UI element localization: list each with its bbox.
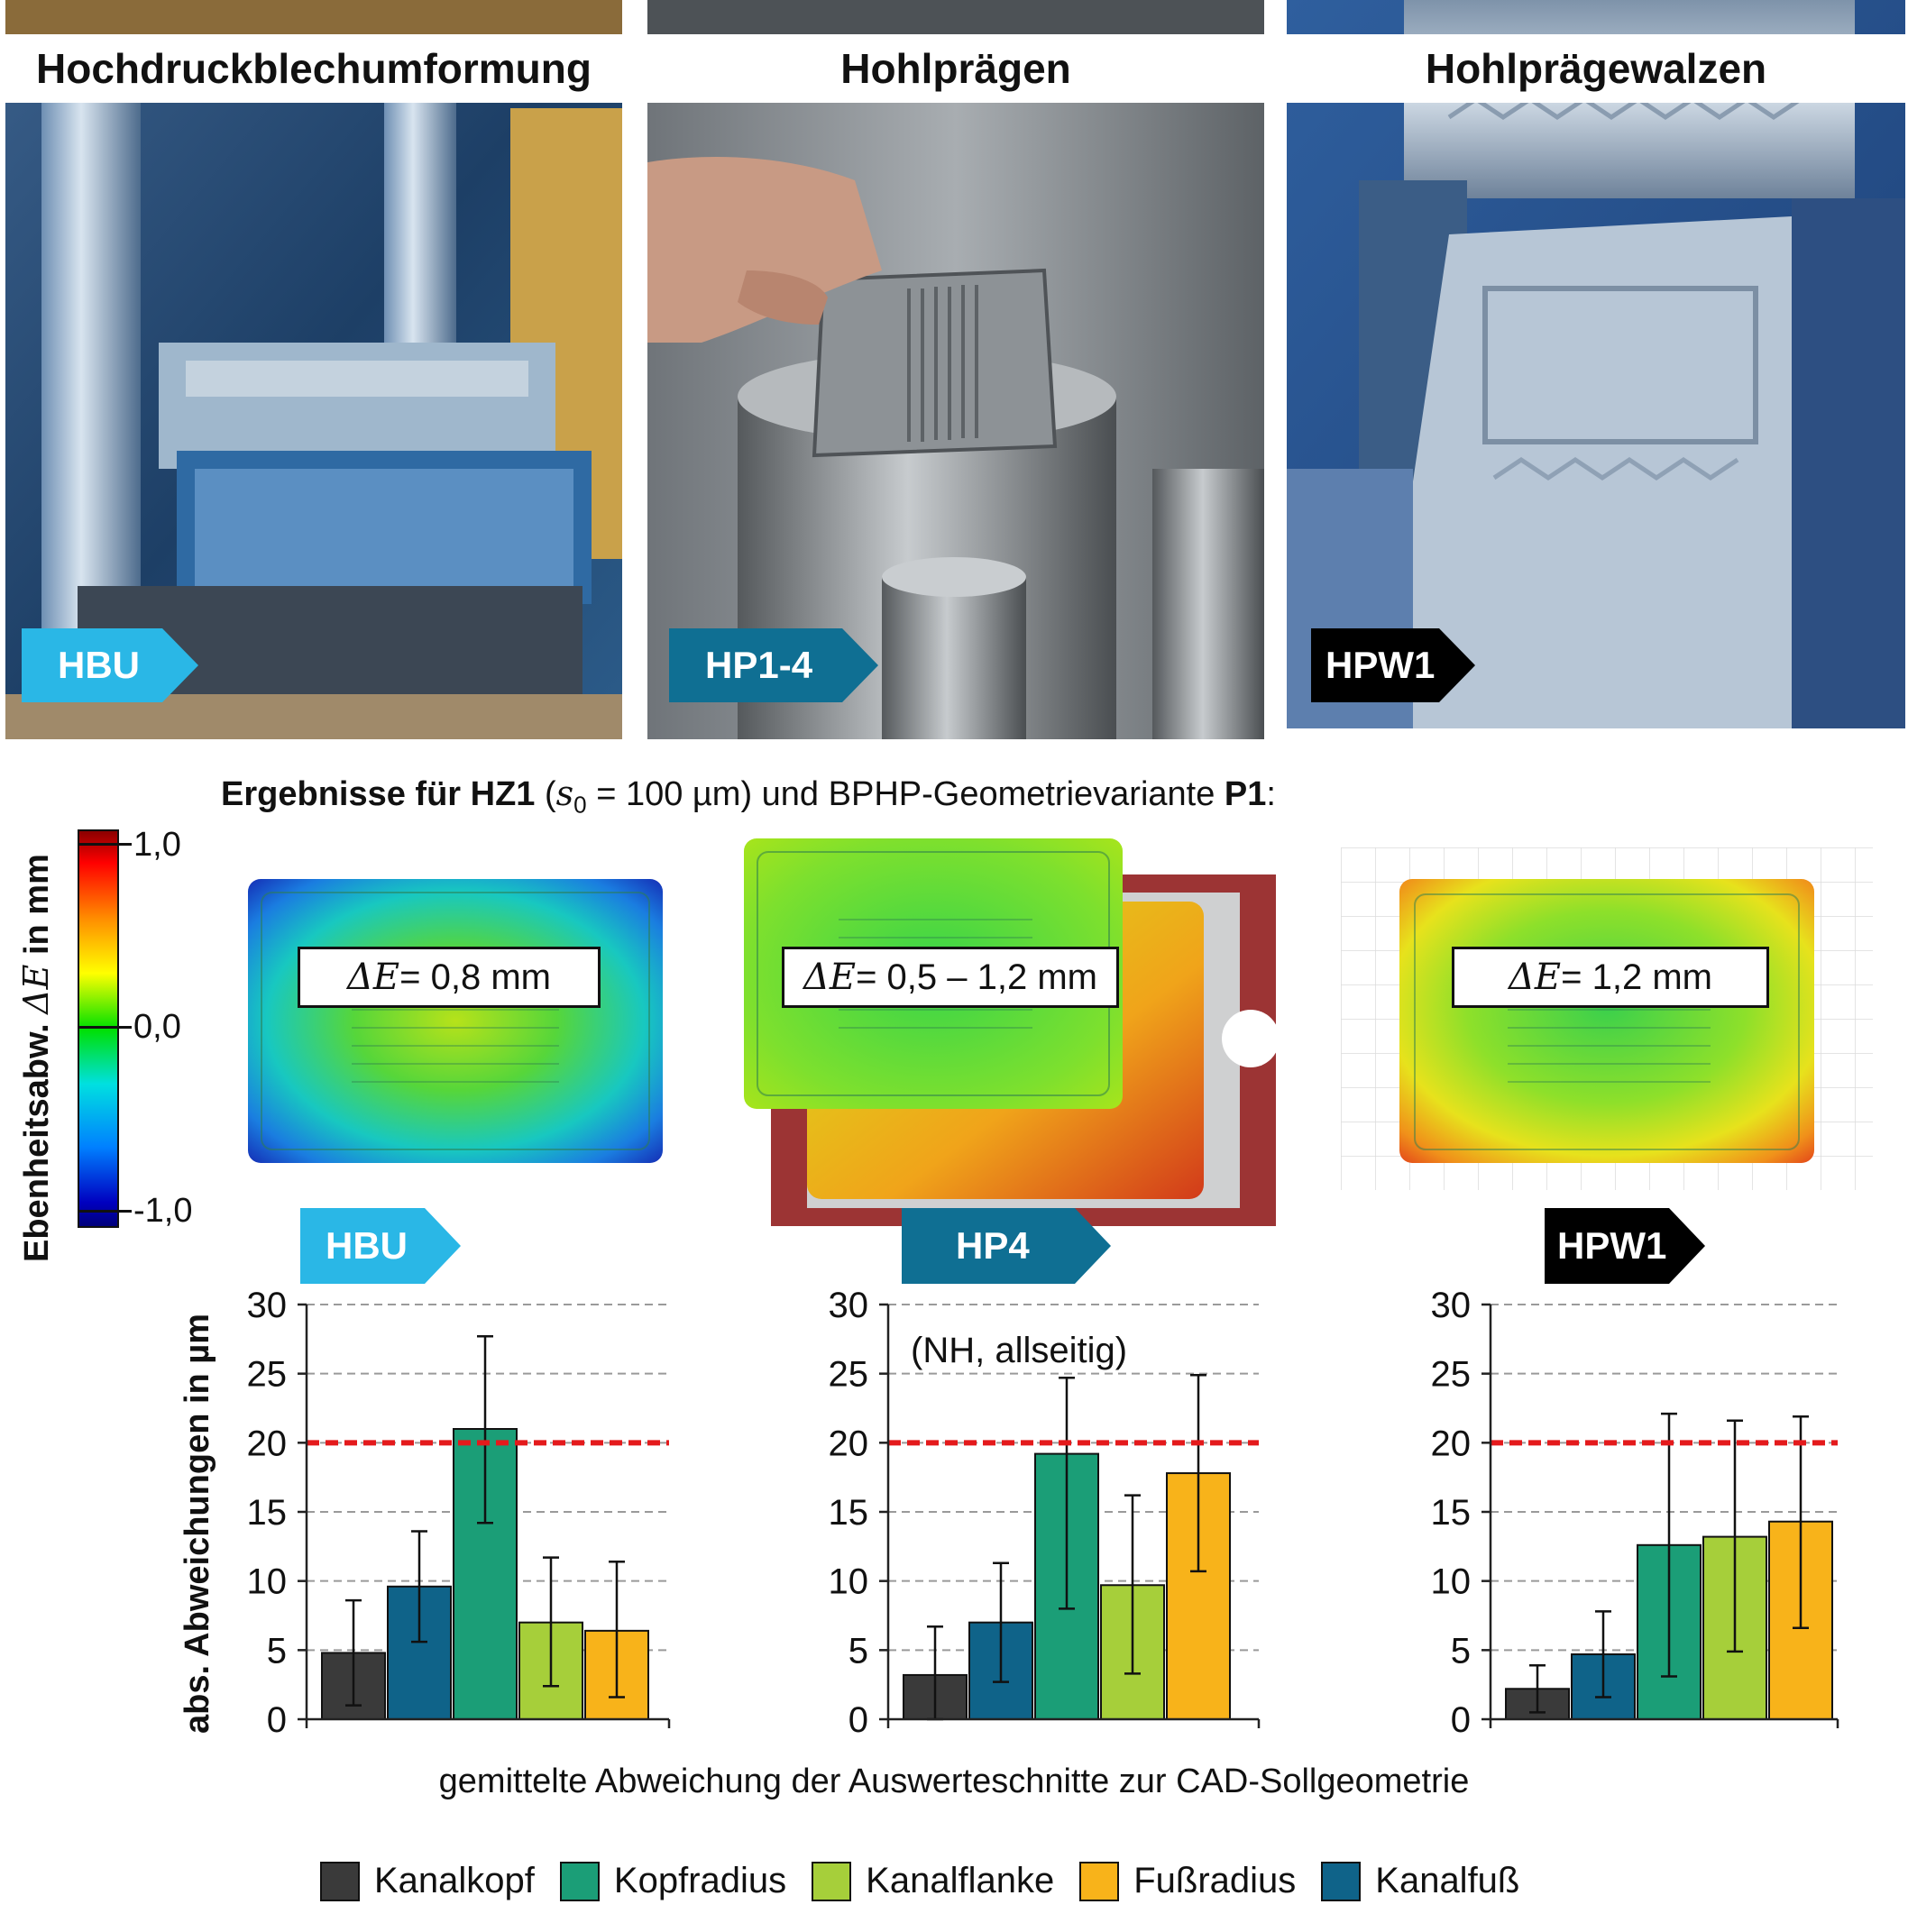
- legend-item: Fußradius: [1079, 1861, 1296, 1901]
- colorbar-gradient: [78, 829, 119, 1228]
- chart-y-axis-label: abs. Abweichungen in µm: [179, 1314, 216, 1734]
- y-tick-label: 15: [247, 1493, 288, 1533]
- heading-variant: P1: [1224, 775, 1267, 813]
- delta-e-box-hbu: ΔE = 0,8 mm: [298, 947, 601, 1008]
- delta-e-symbol: ΔE: [347, 957, 400, 998]
- process-tag-hp1-4: HP1-4: [669, 628, 878, 702]
- legend-label: Kanalflanke: [866, 1861, 1055, 1900]
- chart-tag-label: HPW1: [1557, 1224, 1667, 1267]
- arrow-tag-shape: [1311, 628, 1475, 702]
- legend-swatch: [812, 1861, 852, 1901]
- heatmap-hbu: ΔE = 0,8 mm: [194, 865, 699, 1177]
- legend-label: Kanalkopf: [374, 1861, 535, 1900]
- y-tick-label: 30: [829, 1286, 869, 1325]
- y-tick-label: 0: [267, 1700, 287, 1740]
- process-tag-label: HBU: [58, 644, 140, 686]
- y-tick-label: 10: [1431, 1562, 1472, 1602]
- legend-swatch: [1321, 1861, 1362, 1901]
- arrow-tag-shape: [669, 628, 878, 702]
- process-tag-label: HP1-4: [705, 644, 813, 686]
- y-tick-label: 30: [1431, 1286, 1472, 1325]
- photo-title: Hohlprägewalzen: [1425, 45, 1767, 92]
- photo-hohlpraegen: Hohlprägen HP1-4: [647, 0, 1264, 739]
- legend-swatch: [559, 1861, 600, 1901]
- y-tick-label: 0: [849, 1700, 868, 1740]
- y-tick-label: 15: [829, 1493, 869, 1533]
- y-tick-label: 25: [1431, 1355, 1472, 1395]
- delta-e-symbol: ΔE: [1509, 957, 1562, 998]
- y-tick-label: 5: [267, 1631, 287, 1671]
- legend-label: Fußradius: [1133, 1861, 1297, 1900]
- press-photo-illustration: [5, 0, 622, 739]
- legend-item: Kanalfuß: [1321, 1861, 1519, 1901]
- legend-item: Kanalkopf: [320, 1861, 535, 1901]
- y-tick-label: 15: [1431, 1493, 1472, 1533]
- delta-e-value: = 0,5 – 1,2 mm: [856, 957, 1097, 997]
- chart-tag-hpw1: HPW1: [1545, 1208, 1705, 1284]
- chart-tag-hbu: HBU: [300, 1208, 461, 1284]
- colorbar-label-max: 1,0: [133, 826, 181, 864]
- legend-swatch: [1079, 1861, 1120, 1901]
- y-tick-label: 20: [829, 1424, 869, 1463]
- delta-e-value: = 0,8 mm: [399, 957, 551, 997]
- chart-hp4-note: (NH, allseitig): [911, 1331, 1128, 1370]
- legend-swatch: [320, 1861, 360, 1901]
- y-tick-label: 25: [829, 1355, 869, 1395]
- photo-title: Hohlprägen: [840, 45, 1071, 92]
- photo-hochdruckblechumformung: Hochdruckblechumformung HBU: [5, 0, 622, 739]
- heading-colon: :: [1266, 775, 1276, 813]
- heading-prefix: Ergebnisse für: [221, 775, 471, 813]
- photo-hohlpraegewalzen: Hohlprägewalzen HPW1: [1287, 0, 1905, 728]
- chart-tag-label: HBU: [326, 1224, 408, 1267]
- legend-label: Kanalfuß: [1375, 1861, 1520, 1900]
- photo-title-bar: Hohlprägewalzen: [1287, 34, 1905, 103]
- process-tag-hbu: HBU: [22, 628, 198, 702]
- arrow-tag-shape: [1545, 1208, 1705, 1284]
- heading-hz: HZ1: [470, 775, 536, 813]
- legend-item: Kanalflanke: [812, 1861, 1054, 1901]
- chart-tag-hp4: HP4: [902, 1208, 1111, 1284]
- heading-eq: = 100 µm) und BPHP-Geometrievariante: [586, 775, 1225, 813]
- y-tick-label: 0: [1451, 1700, 1471, 1740]
- y-tick-label: 5: [1451, 1631, 1471, 1671]
- y-tick-label: 30: [247, 1286, 288, 1325]
- delta-e-symbol: ΔE: [803, 957, 857, 998]
- delta-e-value: = 1,2 mm: [1561, 957, 1712, 997]
- delta-e-box-hpw1: ΔE = 1,2 mm: [1452, 947, 1769, 1008]
- arrow-tag-shape: [902, 1208, 1111, 1284]
- colorbar-tick-min: [78, 1210, 132, 1213]
- heatmap-hpw1-surface: [1341, 847, 1873, 1190]
- y-tick-label: 20: [1431, 1424, 1472, 1463]
- y-tick-label: 20: [247, 1424, 288, 1463]
- chart-legend: Kanalkopf Kopfradius Kanalflanke Fußradi…: [320, 1861, 1545, 1901]
- colorbar-tick-max: [78, 843, 132, 846]
- heading-paren: (: [535, 775, 556, 813]
- legend-label: Kopfradius: [613, 1861, 787, 1900]
- legend-item: Kopfradius: [559, 1861, 787, 1901]
- heading-s-subscript: 0: [573, 791, 587, 819]
- y-tick-label: 10: [829, 1562, 869, 1602]
- photo-title-bar: Hochdruckblechumformung: [5, 34, 622, 103]
- photo-title: Hochdruckblechumformung: [36, 45, 592, 92]
- y-tick-label: 25: [247, 1355, 288, 1395]
- heading-s-symbol: s: [555, 774, 574, 813]
- delta-e-box-hp4: ΔE = 0,5 – 1,2 mm: [782, 947, 1119, 1008]
- heatmap-hp4-surface: [744, 838, 1280, 1226]
- chart-x-caption: gemittelte Abweichung der Auswerteschnit…: [438, 1763, 1470, 1800]
- results-heading: Ergebnisse für HZ1 (s0 = 100 µm) und BPH…: [221, 774, 1276, 819]
- process-tag-label: HPW1: [1326, 644, 1436, 686]
- process-tag-hpw1: HPW1: [1311, 628, 1475, 702]
- chart-tag-label: HP4: [956, 1224, 1030, 1267]
- photo-title-bar: Hohlprägen: [647, 34, 1264, 103]
- heatmap-hp4: ΔE = 0,5 – 1,2 mm: [699, 820, 1280, 1226]
- heatmap-hpw1: ΔE = 1,2 mm: [1341, 847, 1873, 1190]
- colorbar-label-min: -1,0: [133, 1192, 193, 1230]
- y-tick-label: 10: [247, 1562, 288, 1602]
- arrow-tag-shape: [22, 628, 198, 702]
- colorbar-label-mid: 0,0: [133, 1008, 181, 1046]
- colorbar-tick-mid: [78, 1026, 132, 1029]
- arrow-tag-shape: [300, 1208, 461, 1284]
- y-tick-label: 5: [849, 1631, 868, 1671]
